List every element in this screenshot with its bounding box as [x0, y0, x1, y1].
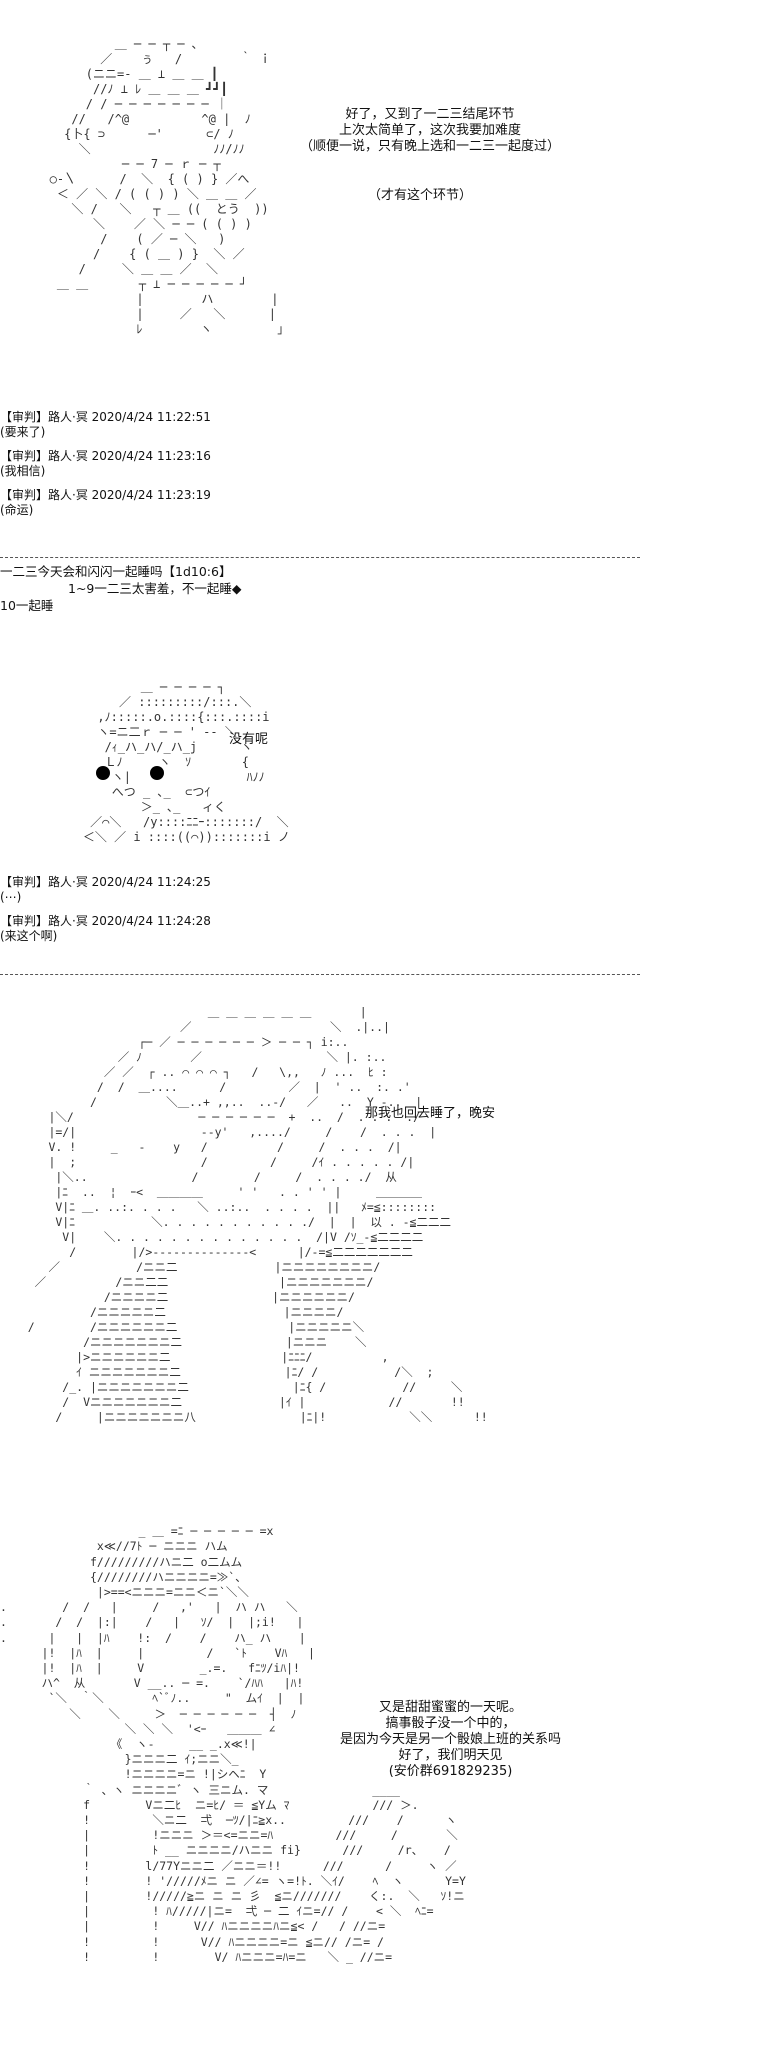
speech-line: 是因为今天是另一个骰娘上班的关系吗: [340, 1732, 562, 1747]
speech-line: 上次太简单了，这次我要加难度: [339, 123, 522, 138]
dice-title: 一二三今天会和闪闪一起睡吗【1d10:6】: [0, 564, 232, 579]
ascii-art-character-2: ＿ ─ ─ ─ ─ ┐ ／ :::::::::/:::.＼ ,ﾉ:::::.o.…: [82, 680, 290, 844]
log-message: (要来了): [0, 425, 46, 439]
log-header: 【审判】路人·冥 2020/4/24 11:23:16: [0, 449, 211, 463]
log-message: (我相信): [0, 464, 46, 478]
speech-dialogue-4: 又是甜甜蜜蜜的一天呢。 搞事骰子没一个中的， 是因为今天是另一个骰娘上班的关系吗…: [340, 1700, 561, 1780]
ascii-art-character-4: _ ＿ =ﾆ ─ ─ ─ ─ ─ =x x≪//7ﾄ ─ ニニニ ハム f///…: [0, 1524, 466, 1964]
speech-line: 又是甜甜蜜蜜的一天呢。: [379, 1700, 523, 1715]
speech-line: 好了，又到了一二三结尾环节: [345, 107, 515, 122]
speech-note-1: （才有这个环节）: [368, 188, 473, 203]
chat-log-1: 【审判】路人·冥 2020/4/24 11:22:51 (要来了) 【审判】路人…: [0, 410, 211, 518]
speech-line: 好了，我们明天见: [398, 1748, 503, 1763]
log-header: 【审判】路人·冥 2020/4/24 11:24:25: [0, 875, 211, 889]
speech-dialogue-3: 那我也回去睡了，晚安: [365, 1106, 496, 1121]
log-header: 【审判】路人·冥 2020/4/24 11:24:28: [0, 914, 211, 928]
dice-roll-block: 一二三今天会和闪闪一起睡吗【1d10:6】 1~9一二三太害羞，不一起睡◆ 10…: [0, 563, 242, 614]
ascii-art-character-1: ＿ ─ ─ ┬ ─ ､ ／ ぅ / ｀ ｉ (ニニ=- ＿ ⊥ ＿ ＿ ┃ //…: [49, 37, 284, 336]
log-message: (来这个啊): [0, 929, 58, 943]
log-entry: 【审判】路人·冥 2020/4/24 11:24:25 (⋯): [0, 875, 211, 905]
log-entry: 【审判】路人·冥 2020/4/24 11:23:16 (我相信): [0, 449, 211, 479]
log-entry: 【审判】路人·冥 2020/4/24 11:24:28 (来这个啊): [0, 914, 211, 944]
eye-left-icon: [96, 766, 110, 780]
speech-line: （顺便一说，只有晚上选和一二三一起度过）: [300, 139, 561, 154]
speech-dialogue-1: 好了，又到了一二三结尾环节 上次太简单了，这次我要加难度 （顺便一说，只有晚上选…: [300, 107, 560, 155]
section-divider: [0, 974, 640, 975]
log-entry: 【审判】路人·冥 2020/4/24 11:23:19 (命运): [0, 488, 211, 518]
dice-rule: 1~9一二三太害羞，不一起睡◆: [68, 581, 242, 596]
log-message: (⋯): [0, 890, 22, 904]
ascii-art-character-3: ＿ ＿ ＿ ＿ ＿ ＿ | ／ ＼ .|..| ┌─ ／ ─ ─ ─ ─ ─ ─…: [27, 1005, 488, 1424]
dice-rule-2: 10一起睡: [0, 598, 54, 613]
eye-right-icon: [150, 766, 164, 780]
section-divider: [0, 557, 640, 558]
log-message: (命运): [0, 503, 34, 517]
chat-log-2: 【审判】路人·冥 2020/4/24 11:24:25 (⋯) 【审判】路人·冥…: [0, 875, 211, 944]
log-header: 【审判】路人·冥 2020/4/24 11:23:19: [0, 488, 211, 502]
log-header: 【审判】路人·冥 2020/4/24 11:22:51: [0, 410, 211, 424]
speech-line: (安价群691829235): [388, 1764, 513, 1779]
speech-line: 搞事骰子没一个中的，: [385, 1716, 516, 1731]
log-entry: 【审判】路人·冥 2020/4/24 11:22:51 (要来了): [0, 410, 211, 440]
speech-dialogue-2: 没有呢: [229, 732, 269, 747]
